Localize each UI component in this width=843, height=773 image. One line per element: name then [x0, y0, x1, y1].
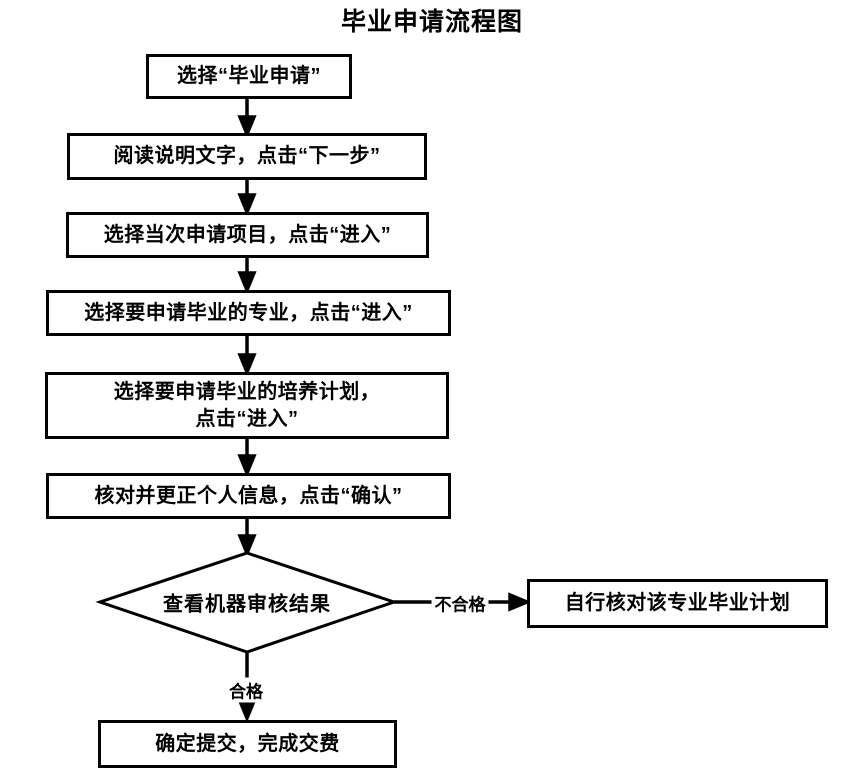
- edge-label-fail: 不合格: [431, 590, 489, 616]
- edge-label-pass: 合格: [226, 677, 266, 703]
- flow-step-submit-and-pay: 确定提交，完成交费: [98, 720, 397, 768]
- arrow-head-icon: [237, 193, 257, 217]
- decision-label: 查看机器审核结果: [163, 593, 331, 616]
- arrow-head-icon: [237, 699, 257, 723]
- flow-step-verify-personal-info: 核对并更正个人信息，点击“确认”: [46, 473, 451, 519]
- arrow-head-icon: [237, 534, 257, 558]
- arrow-head-icon: [508, 592, 532, 612]
- flow-step-select-training-plan: 选择要申请毕业的培养计划， 点击“进入”: [45, 372, 449, 439]
- arrow-head-icon: [237, 115, 257, 139]
- arrow-head-icon: [237, 353, 257, 377]
- flow-step-read-instructions: 阅读说明文字，点击“下一步”: [67, 133, 427, 180]
- arrow-head-icon: [237, 454, 257, 478]
- flow-step-select-application: 选择“毕业申请”: [146, 54, 352, 99]
- page-title: 毕业申请流程图: [340, 8, 524, 36]
- flow-step-select-project: 选择当次申请项目，点击“进入”: [66, 212, 429, 258]
- flow-step-select-major: 选择要申请毕业的专业，点击“进入”: [46, 290, 451, 336]
- flow-step-self-check-plan: 自行核对该专业毕业计划: [527, 579, 828, 628]
- arrow-head-icon: [237, 271, 257, 295]
